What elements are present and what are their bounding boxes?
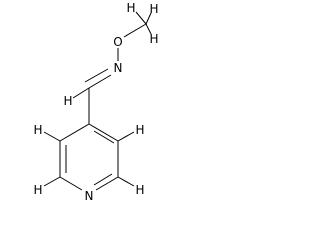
atom-h-ring-right-lower: H xyxy=(135,183,144,197)
atom-oxygen: O xyxy=(113,35,122,49)
bond-ch-h xyxy=(72,87,90,99)
atom-h-methyl-right: H xyxy=(149,32,158,46)
atom-h-ring-left-upper: H xyxy=(33,123,42,137)
ring-bond-c6-n1-inner xyxy=(93,173,113,186)
ring-bond-c4-c3 xyxy=(59,123,90,142)
ring-bond-c6-n1 xyxy=(95,176,119,191)
atom-h-ring-left-lower: H xyxy=(33,183,42,197)
chemical-structure-diagram: N N O H H H H H H H H xyxy=(33,1,158,203)
ring-bond-c5-c5-inner xyxy=(93,130,115,144)
bond-c6-h xyxy=(117,176,135,187)
bond-o-ch3 xyxy=(123,23,147,38)
atom-nitrogen-ring: N xyxy=(85,189,94,203)
bond-ch-n-double-inner xyxy=(84,68,109,83)
bond-ch-n-double xyxy=(88,74,112,89)
bond-c3-h xyxy=(43,131,61,142)
bond-c2-h xyxy=(43,176,61,187)
ring-bond-c2-n1 xyxy=(59,176,83,191)
bond-ch3-h-top-right xyxy=(145,12,152,25)
bond-c5-h xyxy=(117,131,135,142)
bond-ch3-h-right xyxy=(145,23,152,35)
bond-ch3-h-top-left xyxy=(135,11,147,25)
ring-bond-c4-c5 xyxy=(88,123,119,142)
atom-h-ring-right-upper: H xyxy=(135,123,144,137)
atom-h-methyl-top-left: H xyxy=(126,1,135,15)
atom-h-methyl-top-right: H xyxy=(149,2,158,16)
atom-h-imine: H xyxy=(63,94,72,108)
atom-nitrogen-oxime: N xyxy=(114,61,123,75)
